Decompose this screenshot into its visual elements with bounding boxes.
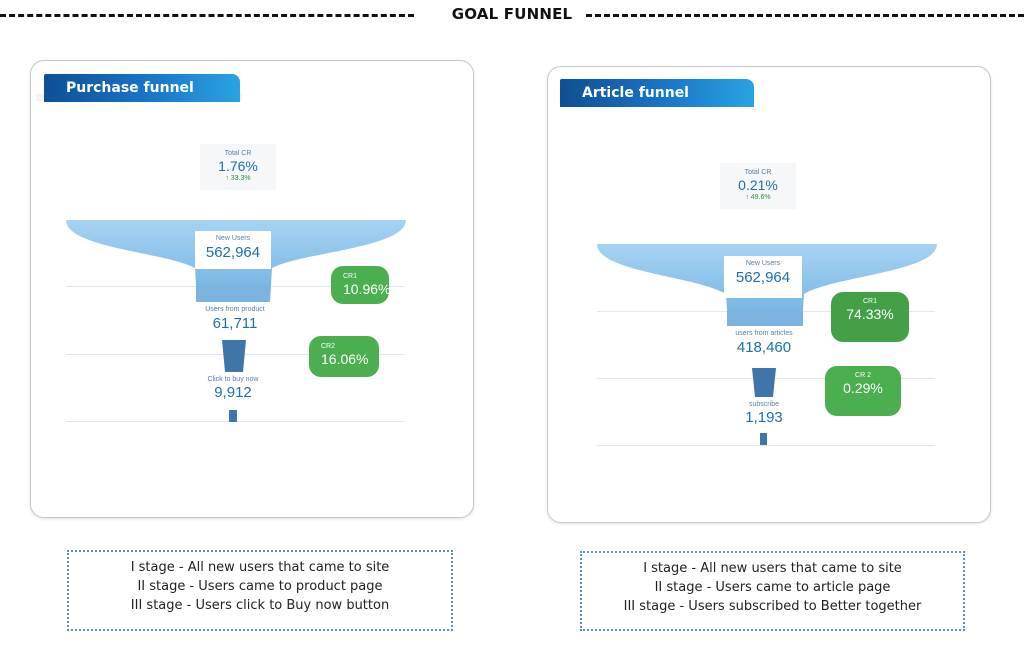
cr-label: CR2 [321,343,336,350]
stage-note-line: III stage - Users subscribed to Better t… [623,599,922,614]
funnel-stage-3-shape [229,410,237,422]
article-cr2-badge: CR 2 0.29% [825,366,901,416]
purchase-cr1-badge: CR1 10.96% [331,266,391,304]
total-cr-delta: ↑ 33.3% [225,175,251,182]
cr-value: 0.29% [843,380,883,396]
stage-label: New Users [215,235,251,242]
total-cr-value: 1.76% [218,158,258,174]
stage-value: 1,193 [745,409,783,426]
stage-note-line: I stage - All new users that came to sit… [130,560,390,575]
stage-label: Click to buy now [207,376,259,383]
stage-note-line: II stage - Users came to article page [654,580,891,595]
purchase-cr2-badge: CR2 16.06% [309,336,379,377]
article-stage-subscribe: subscribe 1,193 [734,399,794,431]
header-rule-right [586,14,1024,17]
article-funnel-title: Article funnel [560,79,754,107]
cr-value: 16.06% [321,351,369,367]
stage-value: 562,964 [205,244,261,261]
stage-value: 418,460 [736,339,792,356]
purchase-stage-users-from-product: Users from product 61,711 [196,304,274,338]
purchase-stage-notes: I stage - All new users that came to sit… [67,550,453,631]
purchase-funnel-title: Purchase funnel [44,74,240,102]
cr-label: CR 2 [855,372,871,379]
total-cr-value: 0.21% [738,177,778,193]
stage-label: users from articles [735,330,793,337]
funnel-stage-3-shape [760,433,767,445]
funnel-stage-2-shape [222,340,246,372]
page-title: GOAL FUNNEL [451,5,573,23]
total-cr-label: Total CR [744,169,772,176]
cr-value: 10.96% [343,281,391,297]
article-stage-notes: I stage - All new users that came to sit… [580,551,965,631]
stage-value: 9,912 [214,384,252,401]
cr-value: 74.33% [846,306,894,322]
stage-value: 562,964 [735,269,791,286]
article-stage-new-users: New Users 562,964 [724,256,802,298]
stage-note-line: I stage - All new users that came to sit… [643,561,902,576]
purchase-stage-new-users: New Users 562,964 [195,231,271,269]
funnel-stage-2-shape [752,368,776,397]
total-cr-delta: ↑ 49.6% [745,194,771,201]
article-gridline [597,445,935,446]
stage-label: subscribe [749,401,779,408]
header-rule-left [0,14,414,17]
cr-label: CR1 [862,298,877,305]
stage-label: New Users [745,260,781,267]
funnel-stage-1-neck [196,286,270,302]
purchase-stage-click-to-buy: Click to buy now 9,912 [198,374,268,406]
article-cr1-badge: CR1 74.33% [831,292,909,342]
article-total-cr: Total CR 0.21% ↑ 49.6% [720,163,796,209]
stage-note-line: II stage - Users came to product page [137,579,383,594]
funnel-stage-1-neck [727,310,803,326]
article-stage-users-from-articles: users from articles 418,460 [728,328,800,364]
stage-note-line: III stage - Users click to Buy now butto… [130,598,390,613]
total-cr-label: Total CR [224,150,252,157]
stage-label: Users from product [205,306,265,313]
stage-value: 61,711 [212,315,258,332]
purchase-total-cr: Total CR 1.76% ↑ 33.3% [200,144,276,190]
cr-label: CR1 [343,273,358,280]
